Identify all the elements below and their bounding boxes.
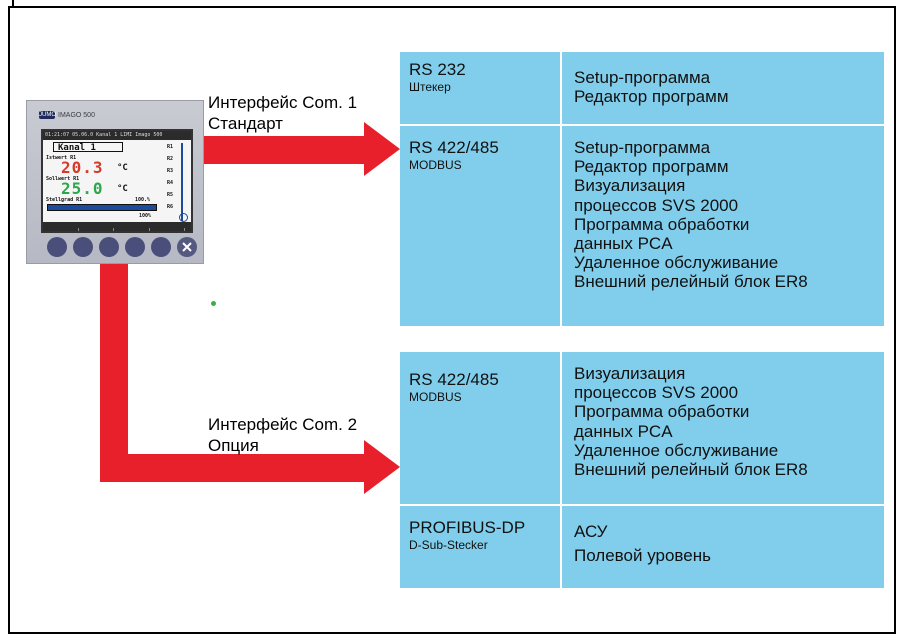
arrow-com2-vertical: [100, 264, 128, 482]
screen-trend-line: [181, 143, 183, 221]
com1-type: Стандарт: [208, 114, 283, 133]
controller-device: JUMO IMAGO 500 01:21:07 05.06.0 Kanal 1 …: [26, 100, 216, 306]
actual-label: Istwert R1: [46, 155, 77, 161]
row-label: R1: [166, 144, 173, 150]
screen-status-icon: [179, 213, 188, 222]
function-item: Удаленное обслуживание: [574, 440, 779, 460]
interface-cell: RS 422/485 MODBUS: [400, 352, 562, 504]
panel-row-rs232: RS 232 Штекер Setup-программа Редактор п…: [400, 52, 884, 124]
interface-cell: RS 422/485 MODBUS: [400, 126, 562, 326]
panel-com1: RS 232 Штекер Setup-программа Редактор п…: [400, 52, 884, 326]
row-separator: [400, 504, 884, 506]
interface-title: RS 422/485: [409, 370, 499, 389]
interface-subtitle: MODBUS: [409, 390, 462, 404]
panel-row-rs485-option: RS 422/485 MODBUS Визуализация процессов…: [400, 352, 884, 504]
interface-title: PROFIBUS-DP: [409, 518, 526, 537]
screen-softkey-bar: [43, 222, 191, 231]
device-button-exit[interactable]: [177, 237, 197, 257]
device-button-2[interactable]: [73, 237, 93, 257]
function-item: Программа обработки: [574, 214, 750, 234]
function-item: АСУ: [574, 522, 608, 541]
com2-title: Интерфейс Com. 2: [208, 415, 358, 434]
functions-cell: Setup-программа Редактор программ: [562, 52, 884, 124]
device-button-3[interactable]: [99, 237, 119, 257]
com2-type: Опция: [208, 436, 259, 455]
com2-label: Интерфейс Com. 2 Опция: [208, 414, 357, 456]
setpoint-label: Sollwert R1: [46, 176, 80, 182]
functions-cell: АСУ Полевой уровень: [562, 506, 884, 588]
function-item: Полевой уровень: [574, 546, 711, 565]
device-button-5[interactable]: [151, 237, 171, 257]
device-button-1[interactable]: [47, 237, 67, 257]
function-item: Визуализация: [574, 364, 686, 383]
functions-cell: Setup-программа Редактор программ Визуал…: [562, 126, 884, 326]
interface-cell: PROFIBUS-DP D-Sub-Stecker: [400, 506, 562, 588]
actual-unit: °C: [117, 163, 128, 173]
function-item: Редактор программ: [574, 87, 729, 107]
setpoint-unit: °C: [117, 184, 128, 194]
interface-subtitle: MODBUS: [409, 158, 462, 172]
arrow-com1-head: [364, 122, 400, 176]
function-item: Удаленное обслуживание: [574, 253, 779, 273]
row-label: R2: [166, 156, 173, 162]
row-label: R5: [166, 192, 173, 198]
function-item: Внешний релейный блок ER8: [574, 460, 808, 480]
panel-row-rs485: RS 422/485 MODBUS Setup-программа Редакт…: [400, 126, 884, 326]
interface-title: RS 422/485: [409, 138, 499, 157]
row-label: R4: [166, 180, 173, 186]
screen-header: 01:21:07 05.06.0 Kanal 1 LIMI Imago 500: [43, 131, 191, 140]
function-item: Setup-программа: [574, 68, 711, 87]
device-model: IMAGO 500: [58, 111, 95, 119]
com1-label: Интерфейс Com. 1 Стандарт: [208, 92, 357, 134]
output-scale: 100%: [139, 213, 152, 219]
status-led: [211, 301, 216, 306]
output-value: 100.%: [135, 197, 151, 203]
actual-value: 20.3: [61, 158, 104, 177]
output-label: Stellgrad R1: [46, 197, 83, 203]
frame-tab: [0, 0, 14, 6]
arrow-com2-head: [364, 440, 400, 494]
functions-cell: Визуализация процессов SVS 2000 Программ…: [562, 352, 884, 504]
brand-logo: JUMO: [39, 111, 56, 119]
arrow-com1-body: [204, 136, 366, 164]
function-item: Редактор программ: [574, 157, 729, 177]
arrow-com2-horizontal: [100, 454, 366, 482]
row-label: R6: [166, 204, 173, 210]
interface-subtitle: Штекер: [409, 80, 451, 94]
row-label: R3: [166, 168, 173, 174]
function-item: процессов SVS 2000: [574, 195, 739, 215]
row-separator: [400, 124, 884, 126]
function-item: Setup-программа: [574, 138, 711, 157]
function-item: данных PCA: [574, 421, 673, 441]
com1-title: Интерфейс Com. 1: [208, 93, 358, 112]
panel-com2: RS 422/485 MODBUS Визуализация процессов…: [400, 352, 884, 588]
output-bar: [47, 204, 157, 211]
device-screen: 01:21:07 05.06.0 Kanal 1 LIMI Imago 500 …: [41, 129, 193, 233]
output-bar-fill: [48, 205, 156, 210]
function-item: процессов SVS 2000: [574, 383, 739, 403]
device-brand: JUMO IMAGO 500: [39, 110, 95, 120]
function-item: Визуализация: [574, 176, 686, 196]
panel-row-profibus: PROFIBUS-DP D-Sub-Stecker АСУ Полевой ур…: [400, 506, 884, 588]
screen-channel: Kanal 1: [53, 142, 123, 153]
interface-subtitle: D-Sub-Stecker: [409, 538, 488, 552]
function-item: Программа обработки: [574, 402, 750, 422]
setpoint-value: 25.0: [61, 179, 104, 198]
tool-icon: [182, 242, 192, 252]
function-item: данных PCA: [574, 234, 673, 254]
device-button-4[interactable]: [125, 237, 145, 257]
function-item: Внешний релейный блок ER8: [574, 272, 808, 292]
interface-cell: RS 232 Штекер: [400, 52, 562, 124]
interface-title: RS 232: [409, 60, 466, 79]
